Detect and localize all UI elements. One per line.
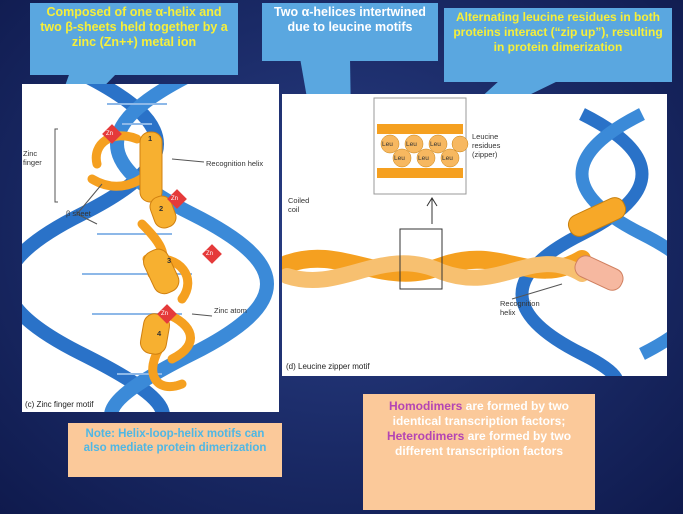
helix-number-2: 2 <box>159 204 163 213</box>
zinc-finger-callout: Composed of one α-helix and two β-sheets… <box>30 3 238 75</box>
dimer-definitions-box: Homodimers are formed by two identical t… <box>363 394 595 510</box>
zinc-atom-label: Zinc atom <box>214 306 248 315</box>
leucine-zipper-caption: (d) Leucine zipper motif <box>286 362 370 371</box>
dna-strand-2 <box>111 84 267 412</box>
zn-label-3: Zn <box>206 250 213 259</box>
two-helices-callout: Two α-helices intertwined due to leucine… <box>262 3 438 61</box>
helix-number-4: 4 <box>157 329 161 338</box>
recognition-helix-label-d: Recognition helix <box>500 299 552 317</box>
zinc-finger-caption: (c) Zinc finger motif <box>25 400 93 409</box>
dna-strand-1 <box>22 84 163 412</box>
recognition-helix-label: Recognition helix <box>206 159 264 168</box>
recognition-helix-cylinder-2 <box>572 252 627 293</box>
leu-label-5: Leu <box>418 154 429 163</box>
leucine-zipper-panel: Leu Leu Leu Leu Leu Leu Leucine residues… <box>282 94 667 376</box>
zinc-finger-panel: Zinc finger β sheet Recognition helix Zi… <box>22 84 279 412</box>
zn-label-4: Zn <box>161 310 168 319</box>
leu-label-6: Leu <box>442 154 453 163</box>
zn-label-1: Zn <box>106 130 113 139</box>
leu-label-4: Leu <box>394 154 405 163</box>
helix-number-1: 1 <box>148 134 152 143</box>
leu-label-3: Leu <box>430 140 441 149</box>
helix-number-3: 3 <box>167 256 171 265</box>
leucine-residues-callout: Alternating leucine residues in both pro… <box>444 8 672 82</box>
homodimers-term: Homodimers <box>389 399 462 413</box>
leu-label-1: Leu <box>382 140 393 149</box>
coiled-coil-label: Coiled coil <box>288 196 318 214</box>
zinc-finger-label: Zinc finger <box>23 149 57 167</box>
leu-label-2: Leu <box>406 140 417 149</box>
beta-sheet-label: β sheet <box>66 209 91 218</box>
zoom-arrow <box>427 198 437 224</box>
zn-label-2: Zn <box>171 195 178 204</box>
heterodimers-term: Heterodimers <box>387 429 464 443</box>
leucine-residues-label: Leucine residues (zipper) <box>472 132 520 159</box>
helix-loop-helix-note: Note: Helix-loop-helix motifs can also m… <box>68 423 282 477</box>
